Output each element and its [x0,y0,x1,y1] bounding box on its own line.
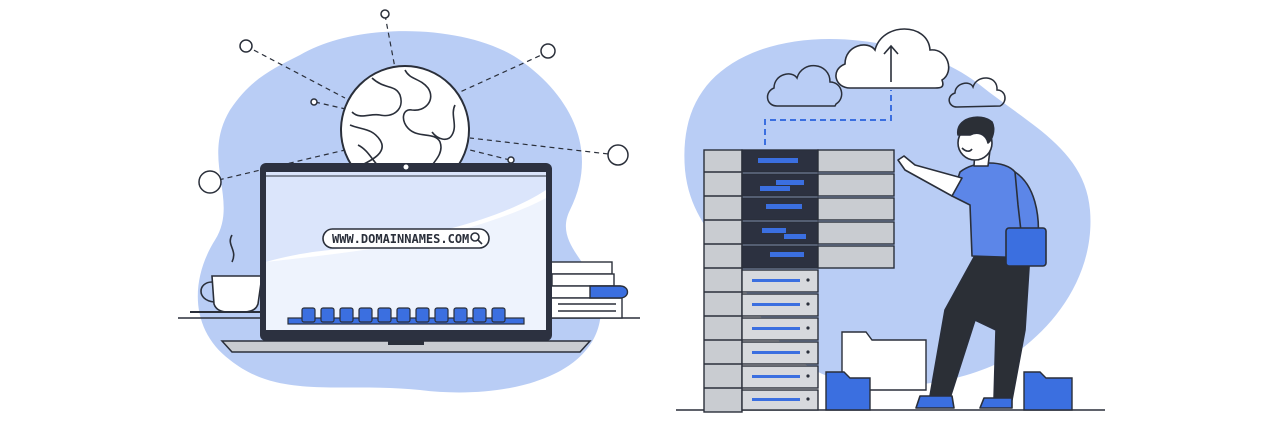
network-nodes [198,9,629,194]
app-dock [287,307,525,325]
folder-icon [825,331,1073,411]
search-icon[interactable] [470,232,483,245]
laptop-base [220,340,592,353]
cloud-upload-icon [835,28,950,89]
person-pants [929,249,1031,401]
laptop-icon [220,163,592,353]
person-figure [897,116,1047,409]
books-icon [547,261,629,319]
server-rack-icon [703,149,895,413]
url-bar-text: WWW.DOMAINNAMES.COM [332,232,469,246]
left-scene: WWW.DOMAINNAMES.COM [178,9,640,393]
cloud-icon [766,64,1006,108]
upload-connector [764,90,892,145]
url-search-bar[interactable]: WWW.DOMAINNAMES.COM [322,228,490,249]
right-scene [676,28,1105,413]
